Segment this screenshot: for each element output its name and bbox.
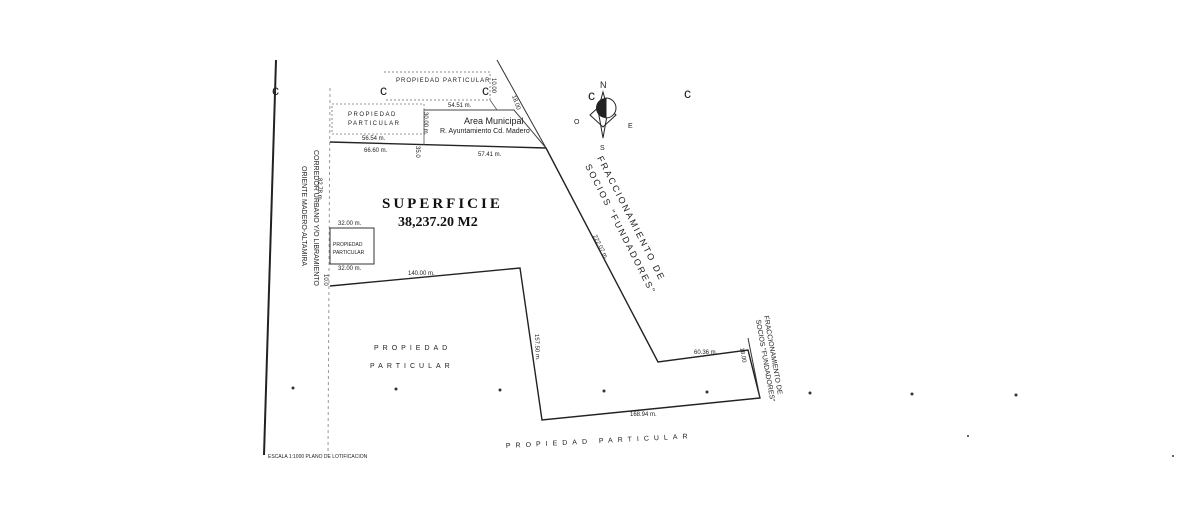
surface-area: 38,237.20 M2: [398, 215, 478, 230]
measure-30-00: 30.00 m.: [422, 112, 428, 136]
decorative-marks: c c c c c: [272, 82, 1174, 457]
measure-small-d: 10.0: [322, 274, 328, 286]
measure-140-00: 140.00 m.: [408, 271, 435, 277]
ayuntamiento-label: R. Ayuntamiento Cd. Madero: [440, 128, 530, 135]
inner-property-label-1: PROPIEDAD: [333, 242, 363, 248]
top-property-outline: [384, 71, 491, 101]
measure-222-07: 222.07 m.: [591, 234, 609, 261]
svg-text:c: c: [684, 85, 691, 101]
corredor-label-1: CORREDOR URBANO Y/O LIBRAMIENTO: [312, 150, 319, 286]
measure-56-54: 56.54 m.: [362, 136, 386, 142]
big-property-label-1: PROPIEDAD: [374, 345, 451, 352]
svg-text:c: c: [380, 82, 387, 98]
measure-82-78: 82.78 m.: [316, 178, 322, 202]
compass-e: E: [628, 123, 633, 130]
measure-60-36: 60.36 m.: [694, 350, 718, 356]
bottom-property-label: PROPIEDAD PARTICULAR: [506, 433, 693, 450]
footer-note: ESCALA 1:1000 PLANO DE LOTIFICACION: [268, 454, 368, 460]
measure-small-b: 18.00: [510, 95, 521, 112]
inner-property-box: [329, 227, 375, 265]
measure-small-e: 18.00: [738, 347, 747, 363]
municipal-area-outline: [424, 109, 547, 149]
diagonal-line: [496, 59, 547, 149]
measure-157-50: 157.50 m.: [533, 334, 540, 361]
measure-small-c: 35.0: [414, 146, 420, 158]
measure-32-00-bot: 32.00 m.: [338, 266, 362, 272]
corredor-label-2: ORIENTE MADERO-ALTAMIRA: [300, 166, 307, 266]
right-edge-line: [747, 337, 761, 399]
measure-32-00-top: 32.00 m.: [338, 221, 362, 227]
measure-54-51: 54.51 m.: [448, 103, 472, 109]
svg-text:c: c: [272, 82, 279, 98]
road-line: [263, 59, 277, 456]
compass-s: S: [600, 145, 605, 152]
big-property-label-2: PARTICULAR: [370, 363, 454, 370]
measure-66-60: 66.60 m.: [364, 148, 388, 154]
measure-small-a: 10.00: [490, 78, 496, 94]
surface-title: SUPERFICIE: [382, 196, 503, 212]
inner-property-label-2: PARTICULAR: [333, 250, 365, 256]
compass-o: O: [574, 119, 580, 126]
svg-text:c: c: [588, 87, 595, 103]
measure-168-94: 168.94 m.: [630, 412, 657, 418]
small-property-label-2: PARTICULAR: [348, 121, 400, 127]
measure-57-41: 57.41 m.: [478, 152, 502, 158]
compass-n: N: [600, 80, 607, 90]
area-municipal-label: Area Municipal: [464, 116, 524, 126]
top-property-label: PROPIEDAD PARTICULAR: [396, 78, 490, 84]
road-edge-dashed: [327, 87, 331, 456]
svg-text:c: c: [482, 82, 489, 98]
small-property-box: [331, 103, 425, 135]
fracc-label-2: SOCIOS "FUNDADORES": [583, 162, 658, 296]
main-parcel-outline: [329, 141, 761, 421]
small-property-label-1: PROPIEDAD: [348, 112, 397, 118]
compass-icon: [589, 90, 617, 139]
municipal-divider-2: [489, 99, 498, 111]
